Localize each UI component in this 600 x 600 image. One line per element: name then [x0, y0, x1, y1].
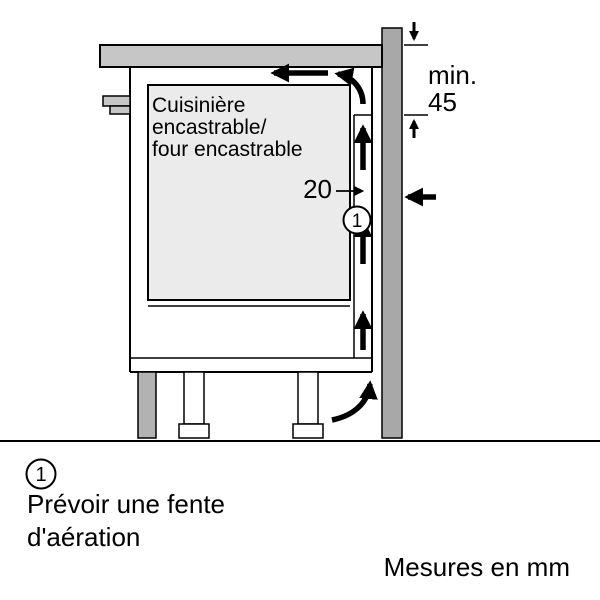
oven-label-line1: Cuisinière: [152, 94, 245, 117]
mounting-bracket-lower: [109, 105, 131, 115]
gap-value: 20: [303, 174, 332, 204]
plinth-panel: [137, 371, 157, 439]
countertop: [99, 44, 383, 68]
cabinet-leg: [178, 371, 210, 439]
callout-circle: [342, 205, 372, 235]
leg-foot: [292, 423, 324, 439]
leg-foot: [178, 423, 210, 439]
caption-callout-number: 1: [35, 464, 46, 486]
leg-post: [297, 371, 319, 425]
units-note: Mesures en mm: [384, 552, 570, 582]
caption-callout-circle: [25, 458, 57, 490]
cabinet-leg: [292, 371, 324, 439]
oven-label-line3: four encastrable: [152, 138, 303, 161]
caption-line1: Prévoir une fente: [27, 489, 225, 519]
oven-body: [147, 84, 351, 301]
oven-label-line2: encastrable/: [152, 116, 267, 139]
caption-line2: d'aération: [27, 522, 140, 552]
dimension-value: 45: [428, 87, 457, 117]
dimension-min-label: min.: [428, 60, 477, 90]
mounting-bracket-upper: [102, 95, 131, 107]
airflow-curved-arrow-bottom-icon: [331, 380, 378, 423]
callout-number: 1: [352, 211, 363, 232]
wall: [381, 27, 403, 439]
leg-post: [183, 371, 205, 425]
airflow-curved-arrow-top-icon: [334, 67, 366, 105]
